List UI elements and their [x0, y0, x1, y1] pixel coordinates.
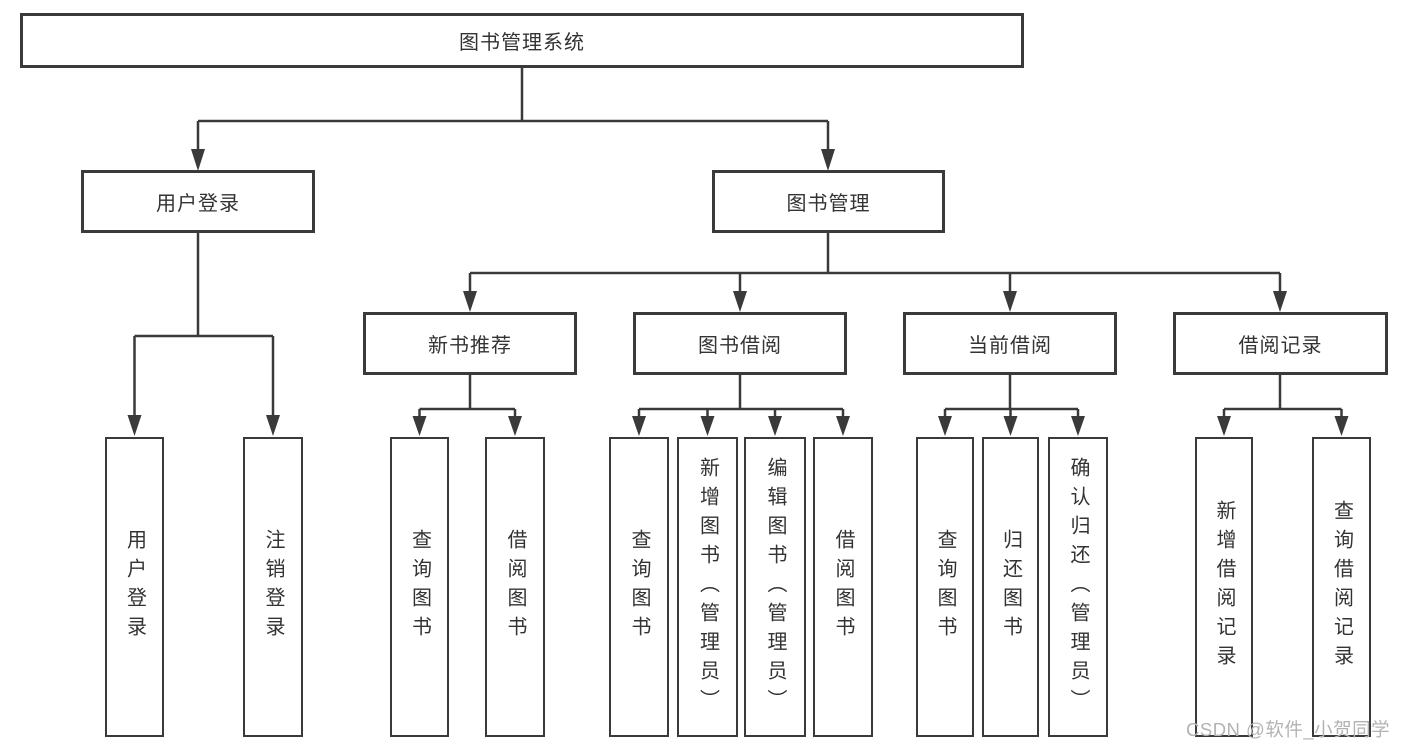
leaf-borrow-books-recommend: 借阅图书 — [485, 437, 545, 737]
leaf-query-borrow-record-label: 查询借阅记录 — [1330, 500, 1353, 674]
node-book-management-label: 图书管理 — [786, 193, 871, 215]
leaf-add-borrow-record: 新增借阅记录 — [1195, 437, 1253, 737]
leaf-borrow-books: 借阅图书 — [813, 437, 873, 737]
leaf-logout: 注销登录 — [243, 437, 303, 737]
node-user-login-branch: 用户登录 — [81, 170, 315, 233]
leaf-query-books-current-label: 查询图书 — [934, 529, 956, 645]
leaf-logout-label: 注销登录 — [262, 529, 284, 645]
node-library-system: 图书管理系统 — [20, 13, 1024, 68]
node-current-borrow: 当前借阅 — [903, 312, 1117, 375]
node-book-borrow-label: 图书借阅 — [698, 335, 782, 357]
node-new-book-recommend-label: 新书推荐 — [428, 335, 512, 357]
leaf-add-borrow-record-label: 新增借阅记录 — [1213, 500, 1235, 674]
node-current-borrow-label: 当前借阅 — [968, 335, 1052, 357]
leaf-query-books-recommend-label: 查询图书 — [408, 529, 431, 645]
leaf-return-book: 归还图书 — [982, 437, 1039, 737]
leaf-query-books-borrow-label: 查询图书 — [628, 529, 650, 645]
node-borrow-records: 借阅记录 — [1173, 312, 1388, 375]
leaf-query-books-recommend: 查询图书 — [390, 437, 449, 737]
leaf-query-books-current: 查询图书 — [916, 437, 974, 737]
leaf-add-book-admin-label: 新增图书（管理员） — [696, 456, 719, 718]
node-borrow-records-label: 借阅记录 — [1238, 335, 1323, 357]
node-book-borrow: 图书借阅 — [633, 312, 847, 375]
leaf-edit-book-admin: 编辑图书（管理员） — [744, 437, 806, 737]
leaf-confirm-return-admin: 确认归还（管理员） — [1048, 437, 1108, 737]
node-user-login-branch-label: 用户登录 — [156, 193, 240, 215]
csdn-watermark: CSDN @软件_小贺同学 — [1186, 719, 1391, 740]
leaf-user-login: 用户登录 — [105, 437, 164, 737]
leaf-borrow-books-recommend-label: 借阅图书 — [504, 529, 526, 645]
leaf-add-book-admin: 新增图书（管理员） — [677, 437, 738, 737]
leaf-confirm-return-admin-label: 确认归还（管理员） — [1067, 456, 1089, 718]
leaf-user-login-label: 用户登录 — [123, 529, 146, 645]
leaf-borrow-books-label: 借阅图书 — [832, 529, 854, 645]
node-book-management: 图书管理 — [712, 170, 945, 233]
node-new-book-recommend: 新书推荐 — [363, 312, 577, 375]
leaf-query-borrow-record: 查询借阅记录 — [1312, 437, 1371, 737]
leaf-query-books-borrow: 查询图书 — [609, 437, 669, 737]
leaf-return-book-label: 归还图书 — [999, 529, 1022, 645]
leaf-edit-book-admin-label: 编辑图书（管理员） — [764, 456, 786, 718]
node-library-system-label: 图书管理系统 — [459, 32, 585, 54]
